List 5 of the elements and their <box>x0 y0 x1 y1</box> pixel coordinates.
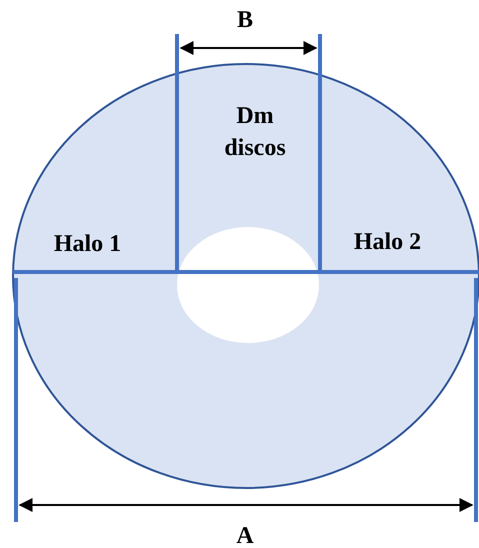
dimension-label: B <box>236 6 254 35</box>
dimension-label: A <box>235 522 255 548</box>
region-label: Halo 1 <box>52 230 122 259</box>
region-label: Halo 2 <box>352 228 422 257</box>
region-label: Dm discos <box>223 102 287 163</box>
